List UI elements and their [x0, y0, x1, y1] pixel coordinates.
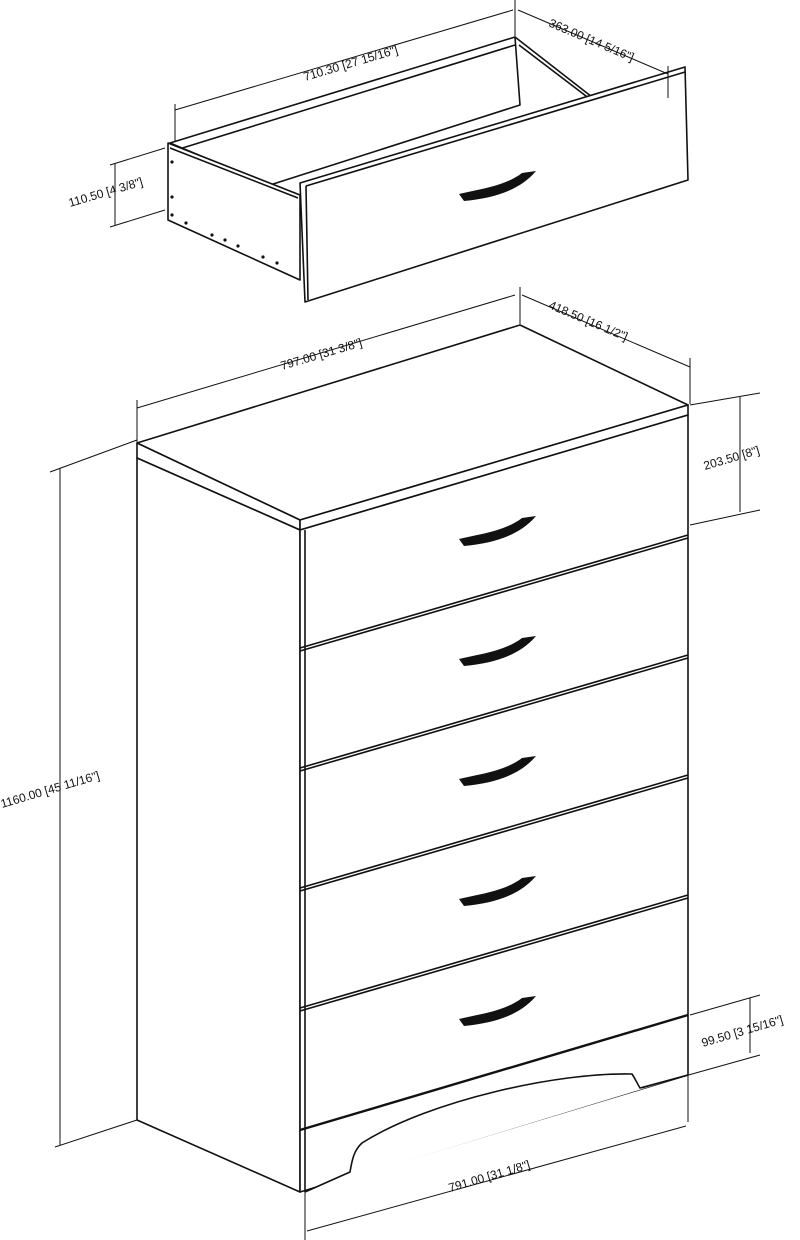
drawer-5-handle-icon: [459, 996, 536, 1026]
drawer-seam: [299, 777, 689, 892]
chest-illustration: [136, 324, 689, 1193]
drawer-2-handle-icon: [459, 636, 536, 666]
drawer-seam: [299, 654, 689, 769]
drawer-seam: [299, 537, 689, 652]
base-height-label: 99.50 [3 15/16"]: [700, 1013, 785, 1050]
drawer-seam: [299, 894, 689, 1009]
drawer-front-panel: [299, 66, 689, 303]
drawer-1-handle-icon: [459, 516, 536, 546]
drawer-seam: [299, 897, 689, 1012]
drawer-fronts: [299, 534, 689, 1132]
chest-left-side: [136, 457, 301, 1193]
drawer-seam: [299, 774, 689, 889]
base-seam: [299, 1013, 689, 1132]
drawer-seam: [299, 534, 689, 649]
drawer-seam: [299, 657, 689, 772]
chest-width-label: 797.00 [31 3/8"]: [279, 336, 364, 373]
drawer-height-label: 110.50 [4 3/8"]: [67, 175, 145, 210]
base-width-label: 791.00 [31 1/8"]: [447, 1158, 532, 1195]
drawer-handle-icon: [459, 171, 536, 201]
drawer-illustration: [167, 36, 689, 303]
top-drawer-height-label: 203.50 [8"]: [702, 443, 761, 473]
drawer-4-handle-icon: [459, 876, 536, 906]
chest-depth-label: 418.50 [16 1/2"]: [547, 298, 630, 344]
chest-height-label: 1160.00 [45 11/16"]: [0, 768, 101, 811]
drawer-screw-holes: [170, 160, 279, 265]
drawer-3-handle-icon: [459, 756, 536, 786]
base-kickplate-arch: [304, 1073, 689, 1193]
drawer-depth-label: 363.00 [14 5/16"]: [547, 16, 636, 64]
drawer-side-panel: [167, 142, 301, 281]
